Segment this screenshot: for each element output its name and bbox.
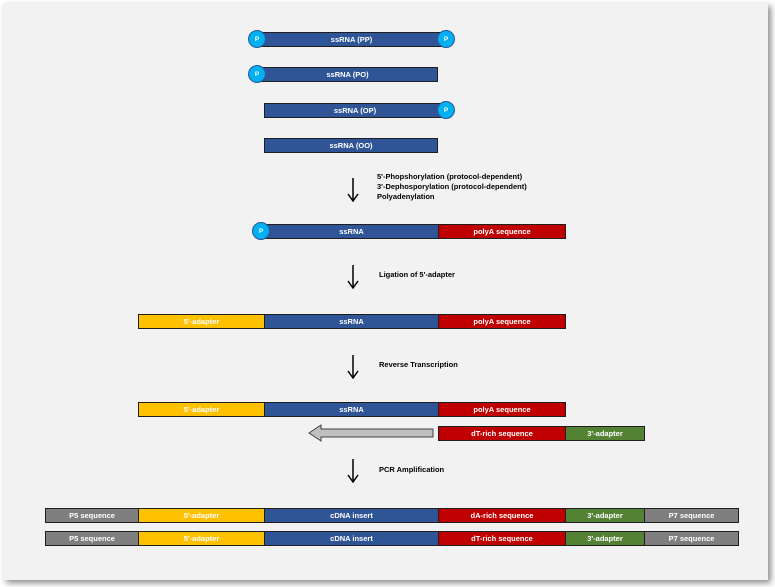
phosphate-label: P — [254, 70, 260, 78]
down-arrow-icon — [347, 265, 359, 289]
ssrna-label: ssRNA — [339, 317, 364, 326]
phosphate-5-polya: P — [252, 222, 270, 240]
phosphate-5-po: P — [248, 65, 266, 83]
adapter5-segment: 5'-adapter — [138, 314, 265, 329]
adapter5-segment: 5'-adapter — [138, 402, 265, 417]
p5-label: P5 sequence — [69, 511, 115, 520]
polya-segment: polyA sequence — [438, 402, 566, 417]
ssrna-label: ssRNA — [339, 405, 364, 414]
down-arrow-icon — [347, 459, 359, 483]
step-2-label: Ligation of 5'-adapter — [379, 270, 455, 279]
p5-label: P5 sequence — [69, 534, 115, 543]
phosphate-label: P — [443, 106, 449, 114]
adapter5-label: 5'-adapter — [183, 317, 220, 326]
phosphate-3-pp: P — [437, 30, 455, 48]
p7-segment: P7 sequence — [644, 531, 739, 546]
adapter3-label: 3'-adapter — [587, 511, 623, 520]
p5-segment: P5 sequence — [45, 508, 139, 523]
down-arrow-icon — [347, 178, 359, 202]
phosphate-label: P — [258, 227, 264, 235]
phosphate-3-op: P — [437, 101, 455, 119]
adapter5-segment: 5'-adapter — [138, 508, 265, 523]
adapter5-segment: 5'-adapter — [138, 531, 265, 546]
step-3-label: Reverse Transcription — [379, 360, 458, 369]
p7-label: P7 sequence — [668, 534, 715, 543]
ssrna-segment: ssRNA — [264, 224, 439, 239]
step-4-label: PCR Amplification — [379, 465, 445, 474]
adapter3-segment: 3'-adapter — [565, 531, 645, 546]
strand-oo-label: ssRNA (OO) — [329, 141, 373, 150]
strand-pp: ssRNA (PP) — [257, 32, 446, 47]
ssrna-segment: ssRNA — [264, 402, 439, 417]
strand-pp-label: ssRNA (PP) — [330, 35, 373, 44]
adapter5-label: 5'-adapter — [183, 405, 220, 414]
adapter3-segment: 3'-adapter — [565, 426, 645, 441]
step-1-line-1: 5'-Phopshorylation (protocol-dependent) — [377, 172, 523, 181]
reverse-transcription-arrow-icon — [308, 424, 434, 442]
dt-rich-label: dT-rich sequence — [471, 534, 533, 543]
cdna-segment: cDNA insert — [264, 508, 439, 523]
step-1-label: 5'-Phopshorylation (protocol-dependent) … — [377, 172, 527, 202]
polya-label: polyA sequence — [473, 227, 531, 236]
dt-rich-segment: dT-rich sequence — [438, 426, 566, 441]
polya-segment: polyA sequence — [438, 224, 566, 239]
p7-segment: P7 sequence — [644, 508, 739, 523]
dt-rich-segment: dT-rich sequence — [438, 531, 566, 546]
adapter5-label: 5'-adapter — [183, 511, 220, 520]
p7-label: P7 sequence — [668, 511, 715, 520]
dt-rich-label: dT-rich sequence — [471, 429, 533, 438]
cdna-label: cDNA insert — [330, 511, 373, 520]
adapter3-label: 3'-adapter — [587, 534, 623, 543]
strand-po-label: ssRNA (PO) — [326, 70, 369, 79]
polya-label: polyA sequence — [473, 317, 531, 326]
strand-op: ssRNA (OP) — [264, 103, 446, 118]
p5-segment: P5 sequence — [45, 531, 139, 546]
step-1-line-2: 3'-Dephosporylation (protocol-dependent) — [377, 182, 527, 191]
polya-segment: polyA sequence — [438, 314, 566, 329]
ssrna-segment: ssRNA — [264, 314, 439, 329]
strand-oo: ssRNA (OO) — [264, 138, 438, 153]
ssrna-label: ssRNA — [339, 227, 364, 236]
adapter3-label: 3'-adapter — [587, 429, 623, 438]
strand-po: ssRNA (PO) — [257, 67, 438, 82]
cdna-segment: cDNA insert — [264, 531, 439, 546]
adapter5-label: 5'-adapter — [183, 534, 220, 543]
strand-op-label: ssRNA (OP) — [333, 106, 377, 115]
adapter3-segment: 3'-adapter — [565, 508, 645, 523]
phosphate-label: P — [443, 35, 449, 43]
diagram-frame — [3, 3, 768, 580]
cdna-label: cDNA insert — [330, 534, 373, 543]
da-rich-segment: dA-rich sequence — [438, 508, 566, 523]
phosphate-5-pp: P — [248, 30, 266, 48]
down-arrow-icon — [347, 355, 359, 379]
phosphate-label: P — [254, 35, 260, 43]
da-rich-label: dA-rich sequence — [470, 511, 534, 520]
step-1-line-3: Polyadenylation — [377, 192, 435, 201]
polya-label: polyA sequence — [473, 405, 531, 414]
